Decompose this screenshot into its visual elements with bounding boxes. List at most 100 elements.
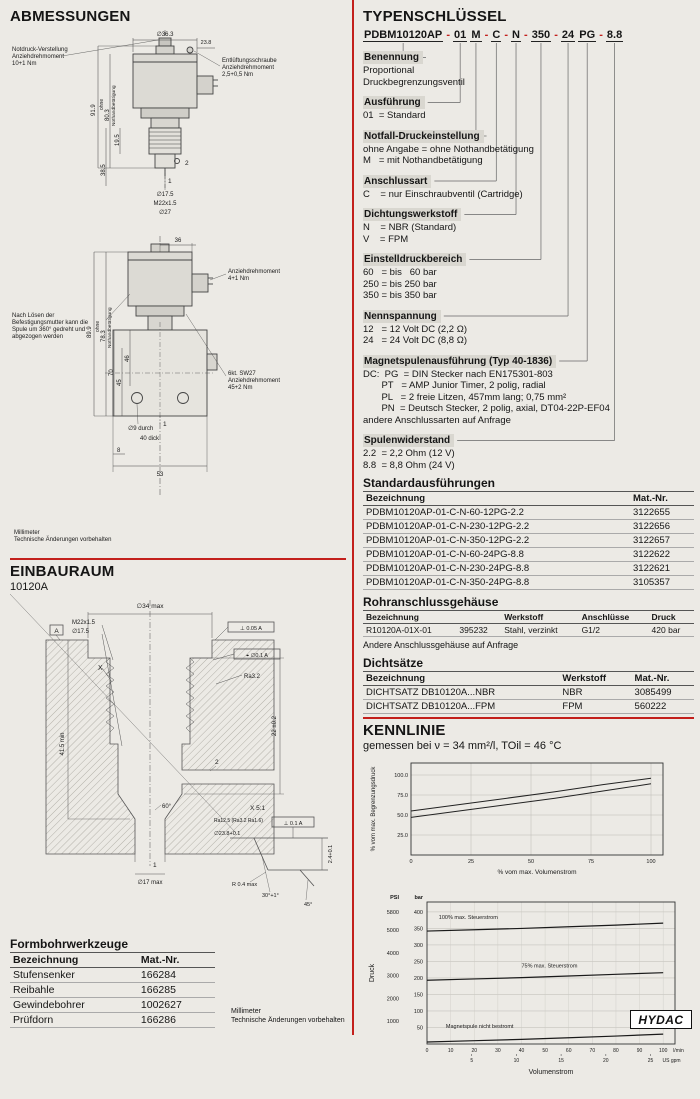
svg-text:25: 25 xyxy=(648,1058,654,1064)
typecode-separator: - xyxy=(481,29,492,41)
drawing-label: 53 xyxy=(157,472,164,478)
drawing-label: 70 xyxy=(109,369,115,376)
svg-text:50.0: 50.0 xyxy=(397,813,408,819)
drawing-label: 2 xyxy=(215,759,219,766)
typecode-section-lines: Proportional Druckbegrenzungsventil xyxy=(363,65,465,88)
table-cell: Stufensenker xyxy=(10,967,138,983)
typecode-section-label: Benennung xyxy=(363,51,423,64)
drawing-label: 38.5 xyxy=(101,164,107,176)
svg-text:40: 40 xyxy=(519,1048,525,1054)
typecode-section-lines: 12 = 12 Volt DC (2,2 Ω) 24 = 24 Volt DC … xyxy=(363,323,467,347)
drawing-label: abgezogen werden xyxy=(12,334,63,340)
typecode-section-label: Anschlussart xyxy=(363,174,432,188)
svg-text:350: 350 xyxy=(414,926,423,932)
abmessungen-drawing: ∅36.323.8Notdruck-VerstellungAnziehdrehm… xyxy=(12,30,280,543)
drawing-label: 89.9 xyxy=(87,326,93,338)
typecode-separator: - xyxy=(596,29,606,41)
drawing-label: 19.5 xyxy=(115,134,121,146)
svg-text:20: 20 xyxy=(603,1058,609,1064)
svg-text:% vom max. Volumenstrom: % vom max. Volumenstrom xyxy=(497,869,576,876)
table-cell: 3122656 xyxy=(630,519,694,534)
drawing-label: ⊥ 0.05 A xyxy=(240,626,262,632)
table-cell: Gewindebohrer xyxy=(10,997,138,1013)
svg-text:Druck: Druck xyxy=(369,963,376,982)
table-cell: PDBM10120AP-01-C-N-350-12PG-2.2 xyxy=(363,533,630,548)
section-title-typenschluessel: TYPENSCHLÜSSEL xyxy=(363,8,507,25)
drawing-label: 2,5+0,5 Nm xyxy=(222,72,253,78)
svg-text:l/min: l/min xyxy=(673,1048,684,1054)
svg-text:25: 25 xyxy=(468,859,474,865)
typecode-segment: 350 xyxy=(530,29,552,42)
typecode-section-lines: C = nur Einschraubventil (Cartridge) xyxy=(363,188,523,200)
drawing-label: X 5:1 xyxy=(250,805,266,812)
typecode-separator: - xyxy=(501,29,512,41)
svg-text:200: 200 xyxy=(414,976,423,982)
drawing-label: 45 xyxy=(117,379,123,386)
typecode-row: PDBM10120AP - 01 M - C - N - 350 - 24 PG… xyxy=(363,28,694,43)
svg-text:50: 50 xyxy=(528,859,534,865)
drawing-label: ∅23.8+0.1 xyxy=(214,831,240,837)
table-cell: PDBM10120AP-01-C-N-60-24PG-8.8 xyxy=(363,547,630,562)
drawing-label: 45° xyxy=(304,902,312,908)
drawing-label: 36 xyxy=(175,238,182,244)
table-cell: R10120A-01X-01 xyxy=(363,623,457,637)
drawing-label: 1 xyxy=(168,178,172,185)
table-cell: G1/2 xyxy=(578,623,649,637)
table-cell: 420 bar xyxy=(648,623,694,637)
drawing-label: 46 xyxy=(125,355,131,362)
right-column: TYPENSCHLÜSSEL PDBM10120AP - 01 M - C - … xyxy=(354,0,700,1076)
drawing-label: 60° xyxy=(162,804,172,810)
table-cell: PDBM10120AP-01-C-N-60-12PG-2.2 xyxy=(363,505,630,520)
table-cell: PDBM10120AP-01-C-N-350-24PG-8.8 xyxy=(363,575,630,590)
table-cell: FPM xyxy=(559,699,632,714)
typecode-segment: N xyxy=(511,29,521,42)
drawing-label: Anziehdrehmoment xyxy=(12,54,64,60)
svg-text:80: 80 xyxy=(613,1048,619,1054)
svg-text:60: 60 xyxy=(566,1048,572,1054)
typecode-section-lines: N = NBR (Standard) V = FPM xyxy=(363,222,457,245)
table-cell: DICHTSATZ DB10120A...NBR xyxy=(363,685,560,700)
svg-text:75: 75 xyxy=(588,859,594,865)
svg-text:Volumenstrom: Volumenstrom xyxy=(529,1069,574,1076)
table-cell: 166286 xyxy=(137,1012,215,1028)
typecode-separator: - xyxy=(443,29,454,41)
drawing-label: 8 xyxy=(117,448,121,454)
drawing-label: 1 xyxy=(163,421,167,428)
datasheet-page: ABMESSUNGEN xyxy=(0,0,700,1076)
left-column: ABMESSUNGEN xyxy=(0,0,352,1035)
drawing-label: Anziehdrehmoment xyxy=(222,65,274,71)
svg-text:0: 0 xyxy=(426,1048,429,1054)
table-cell: 3085499 xyxy=(631,685,694,700)
svg-text:5: 5 xyxy=(470,1058,473,1064)
drawing-label: 40 dick xyxy=(140,436,160,442)
drawing-label: 45+2 Nm xyxy=(228,385,253,391)
column-header: Bezeichnung xyxy=(10,952,138,968)
section-title-kennlinie: KENNLINIE xyxy=(363,722,446,739)
typecode-section: Magnetspulenausführung (Typ 40-1836)DC: … xyxy=(363,351,694,427)
svg-text:150: 150 xyxy=(414,992,423,998)
svg-text:25.0: 25.0 xyxy=(397,833,408,839)
svg-text:3000: 3000 xyxy=(387,974,399,980)
drawing-label: Technische Änderungen vorbehalten xyxy=(14,536,111,543)
typecode-section-lines: 60 = bis 60 bar 250 = bis 250 bar 350 = … xyxy=(363,267,437,301)
formbohrwerkzeuge-title: Formbohrwerkzeuge xyxy=(10,937,129,951)
typecode-section-lines: 2.2 = 2,2 Ohm (12 V) 8.8 = 8,8 Ohm (24 V… xyxy=(363,448,455,471)
red-divider-right xyxy=(363,717,694,719)
column-header: Druck xyxy=(648,610,694,624)
drawing-label: 80.3 xyxy=(105,109,111,121)
